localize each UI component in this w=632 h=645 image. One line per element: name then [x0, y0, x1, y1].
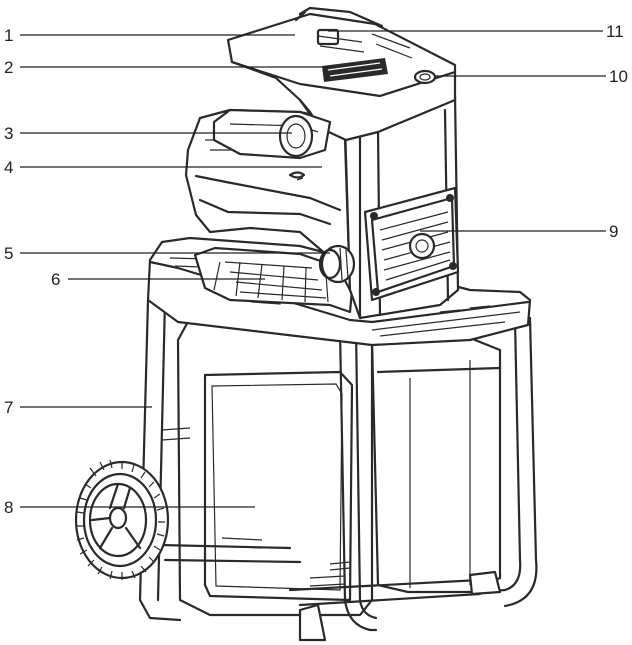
leader-lines	[20, 30, 606, 508]
callout-6: 6	[51, 270, 60, 289]
wheel	[74, 459, 170, 580]
callout-1: 1	[4, 26, 13, 45]
callout-8: 8	[4, 498, 13, 517]
callout-9: 9	[609, 222, 618, 241]
side-cover	[363, 186, 460, 302]
top-handle	[226, 6, 457, 142]
callout-2: 2	[4, 58, 13, 77]
shredder-illustration	[74, 6, 538, 642]
hopper	[193, 246, 354, 314]
callout-numbers: 1 2 3 4 5 6 7 8 9 10 11	[4, 22, 628, 517]
callout-3: 3	[4, 124, 13, 143]
callout-11: 11	[606, 22, 624, 41]
adjustment-knob	[318, 244, 356, 284]
callout-4: 4	[4, 158, 13, 177]
feed-opening	[212, 108, 332, 160]
callout-5: 5	[4, 244, 13, 263]
frame	[138, 298, 538, 642]
callout-10: 10	[609, 67, 628, 86]
collection-box	[176, 316, 502, 617]
callout-7: 7	[4, 398, 13, 417]
